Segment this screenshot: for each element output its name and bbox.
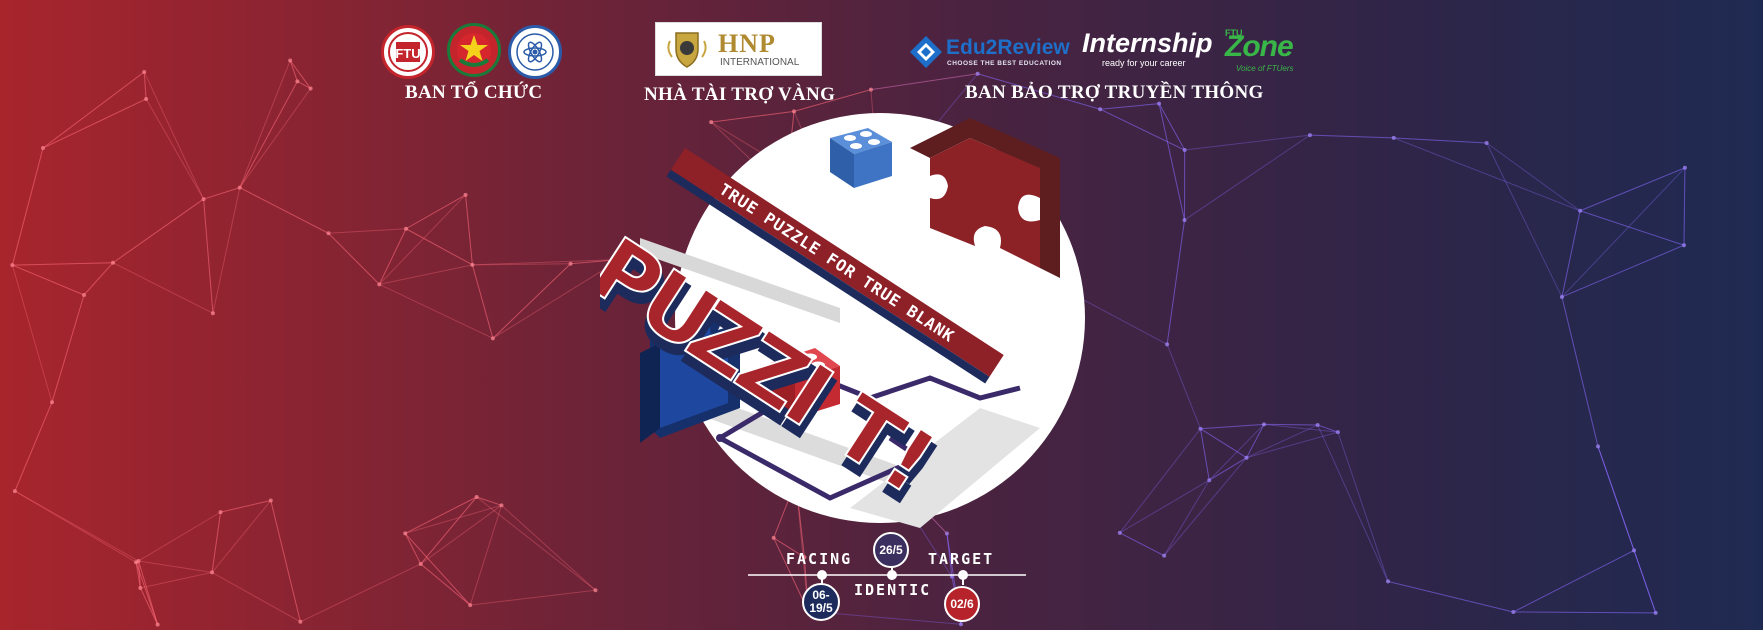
timeline-stage-target-label: TARGET	[928, 550, 995, 568]
timeline-stage-identic-label: IDENTIC	[854, 581, 932, 599]
hnp-logo-name: HNP	[718, 29, 776, 58]
organizers-label: BAN TỔ CHỨC	[405, 82, 543, 103]
ftuzone-name: Zone	[1225, 30, 1294, 63]
internship-tagline: ready for your career	[1102, 58, 1186, 68]
gold-sponsor-label: NHÀ TÀI TRỢ VÀNG	[644, 84, 836, 105]
blue-puzzle-piece-icon	[640, 307, 740, 443]
blue-lego-brick-icon	[830, 128, 892, 188]
timeline-date-target: 02/6	[944, 586, 980, 622]
internship-name: Internship	[1082, 28, 1213, 58]
timeline-date-facing-line1: 06-	[812, 588, 830, 602]
red-lego-brick-icon	[770, 348, 840, 418]
ftuzone-top: FTU	[1225, 28, 1243, 38]
edu2review-diamond-icon	[910, 36, 942, 68]
ftu-logo-text: FTU	[395, 46, 420, 61]
science-club-atom-logo-icon	[508, 25, 562, 79]
media-partners-label: BAN BẢO TRỢ TRUYỀN THÔNG	[965, 82, 1264, 103]
edu2review-tagline: CHOOSE THE BEST EDUCATION	[947, 60, 1062, 67]
timeline-date-identic-text: 26/5	[879, 542, 903, 557]
puzzit-hero-illustration: TRUE PUZZLE FOR TRUE BLANK PPUUZZZZIITT!…	[600, 113, 1085, 528]
timeline-date-target-text: 02/6	[950, 596, 974, 611]
hnp-logo: HNP INTERNATIONAL	[655, 22, 822, 76]
timeline-date-facing-line2: 19/5	[809, 601, 833, 615]
timeline-date-facing: 06- 19/5	[802, 583, 840, 621]
timeline-stage-facing-label: FACING	[786, 550, 853, 568]
timeline-date-identic: 26/5	[873, 532, 909, 568]
ftuzone-tagline: Voice of FTUers	[1236, 64, 1294, 73]
edu2review-name: Edu2Review	[946, 36, 1070, 59]
youth-union-logo-icon	[447, 23, 501, 77]
red-puzzle-piece-icon	[910, 118, 1060, 278]
hnp-logo-sub: INTERNATIONAL	[720, 57, 800, 68]
ftu-university-logo-icon: FTU	[381, 25, 435, 79]
